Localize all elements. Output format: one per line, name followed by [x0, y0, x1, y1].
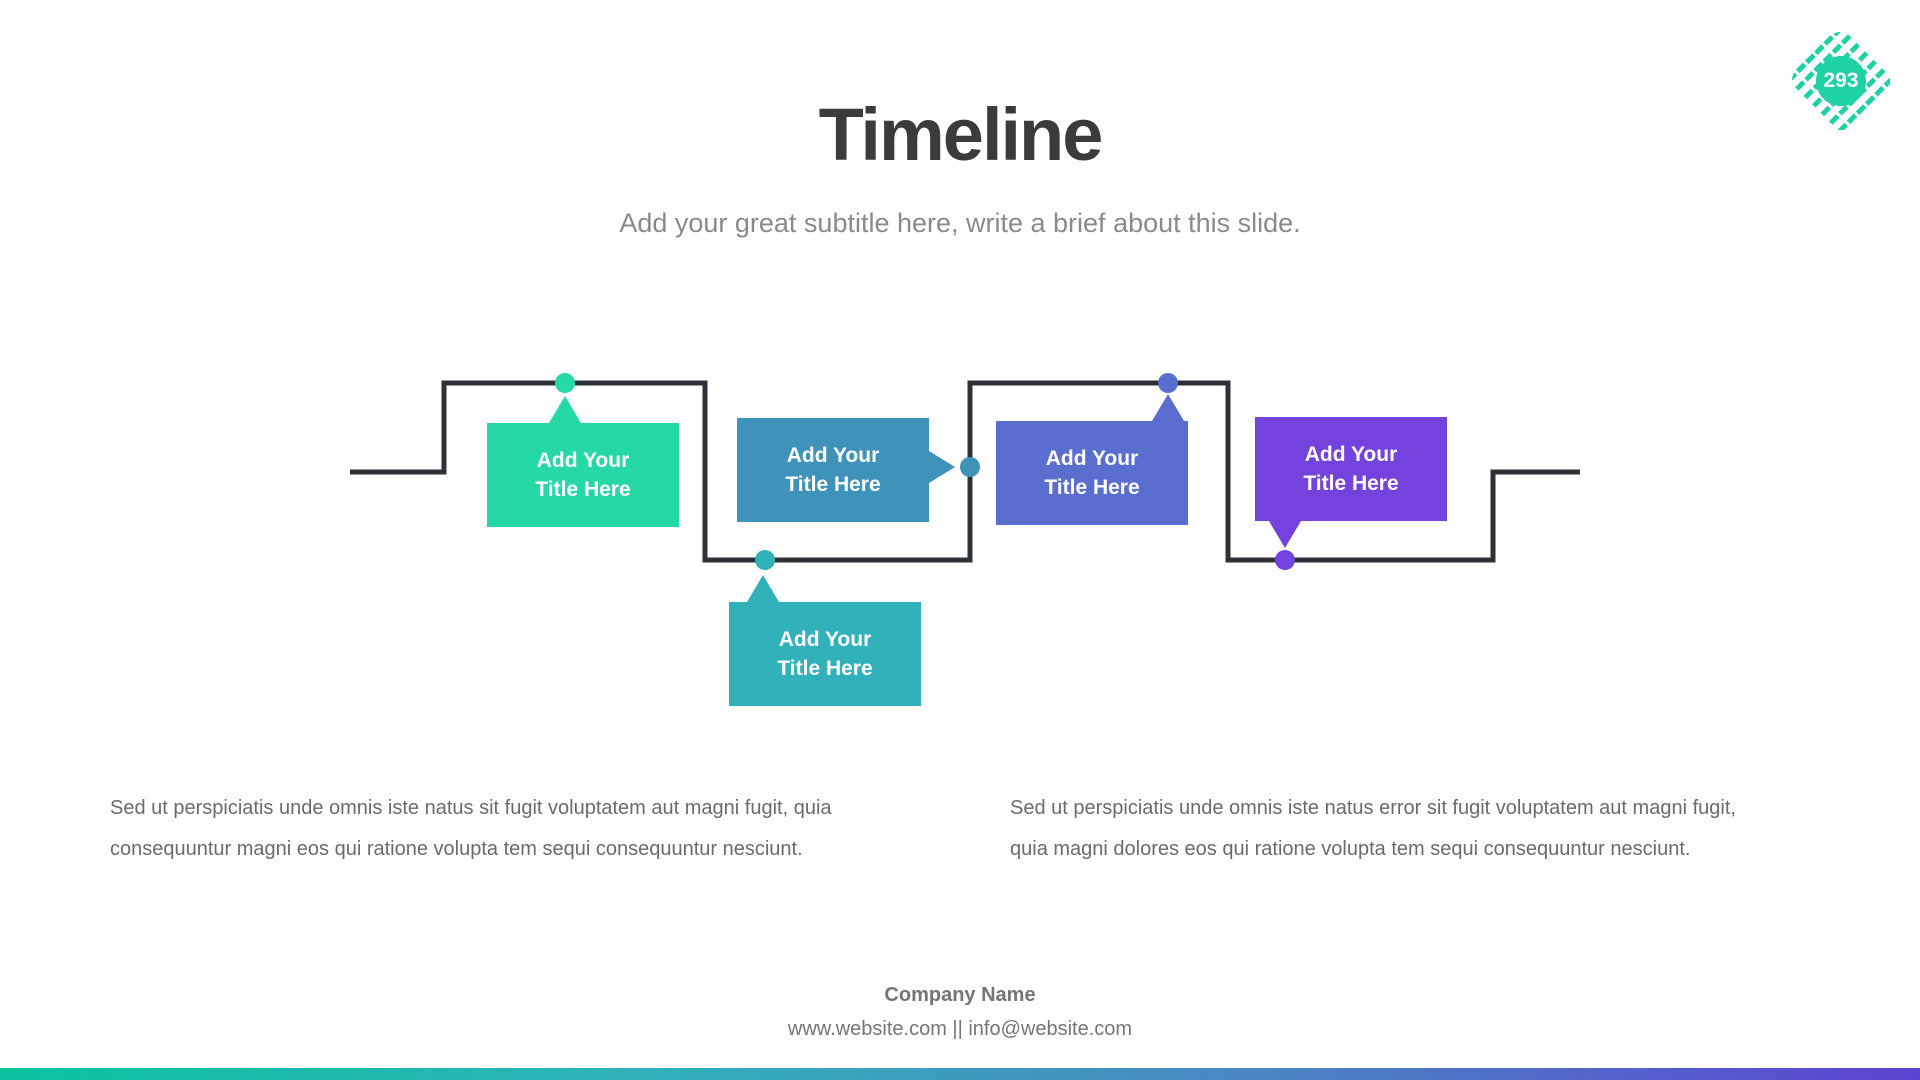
- timeline-item-1-title: Add Your Title Here: [535, 449, 631, 501]
- timeline-item-4-box: Add Your Title Here: [996, 421, 1188, 525]
- timeline-item-3-box: Add Your Title Here: [729, 602, 921, 706]
- slide-number-badge: 293: [1784, 24, 1898, 138]
- timeline-item-1-pointer-icon: [549, 396, 581, 423]
- page-title: Timeline: [818, 93, 1104, 176]
- slide-number: 293: [1823, 69, 1859, 92]
- timeline-dot-2: [960, 457, 980, 477]
- timeline-item-3-pointer-icon: [747, 575, 779, 602]
- timeline-dot-4: [1158, 373, 1178, 393]
- timeline-item-5-pointer-icon: [1269, 521, 1301, 548]
- timeline-item-5-title: Add Your Title Here: [1303, 443, 1399, 495]
- timeline-item-3-title: Add Your Title Here: [777, 628, 873, 680]
- paragraph-right: Sed ut perspiciatis unde omnis iste natu…: [1010, 797, 1736, 860]
- timeline-item-4-title: Add Your Title Here: [1044, 447, 1140, 499]
- timeline-dot-3: [755, 550, 775, 570]
- footer-contact: www.website.com || info@website.com: [787, 1018, 1133, 1040]
- timeline-item-2-box: Add Your Title Here: [737, 418, 929, 522]
- paragraph-left: Sed ut perspiciatis unde omnis iste natu…: [110, 797, 832, 860]
- timeline-dot-5: [1275, 550, 1295, 570]
- timeline-item-2-pointer-icon: [929, 451, 955, 483]
- timeline-item-4-pointer-icon: [1152, 394, 1184, 421]
- timeline-item-2-title: Add Your Title Here: [785, 444, 881, 496]
- timeline-item-5-box: Add Your Title Here: [1255, 417, 1447, 521]
- timeline-item-1-box: Add Your Title Here: [487, 423, 679, 527]
- timeline-dot-1: [555, 373, 575, 393]
- footer-gradient-bar: [0, 1068, 1920, 1080]
- footer-company-name: Company Name: [884, 984, 1036, 1006]
- page-subtitle: Add your great subtitle here, write a br…: [619, 208, 1301, 238]
